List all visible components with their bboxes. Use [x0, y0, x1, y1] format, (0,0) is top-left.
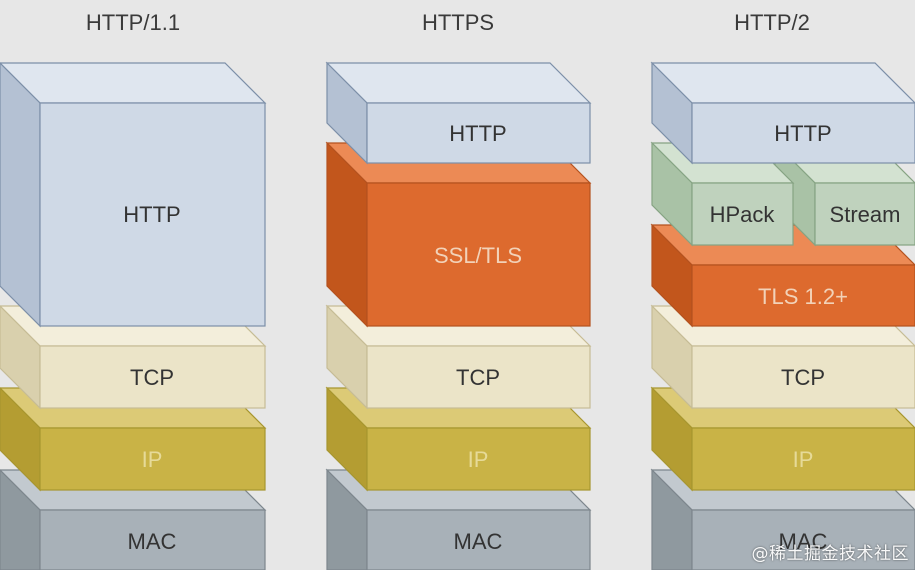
layer-label-http: HTTP — [449, 121, 506, 146]
layer-ssl-tls: SSL/TLS — [325, 141, 592, 328]
column-title-http2: HTTP/2 — [734, 10, 810, 35]
layer-http: HTTP — [650, 61, 915, 165]
layer-label-ssl-tls: SSL/TLS — [434, 243, 522, 268]
layer-label-ip: IP — [142, 447, 163, 472]
layer-label-mac: MAC — [779, 529, 828, 554]
layer-label-mac: MAC — [128, 529, 177, 554]
column-title-https: HTTPS — [422, 10, 494, 35]
layer-label-tcp: TCP — [456, 365, 500, 390]
watermark: @稀土掘金技术社区 — [751, 544, 909, 564]
layer-label-tcp: TCP — [130, 365, 174, 390]
layer-label-http: HTTP — [123, 202, 180, 227]
layer-label-tls12: TLS 1.2+ — [758, 284, 848, 309]
layer-label-hpack: HPack — [710, 202, 776, 227]
layer-label-tcp: TCP — [781, 365, 825, 390]
layer-http: HTTP — [325, 61, 592, 165]
layer-label-mac: MAC — [454, 529, 503, 554]
column-title-http11: HTTP/1.1 — [86, 10, 180, 35]
layer-label-ip: IP — [468, 447, 489, 472]
layer-http: HTTP — [0, 62, 267, 328]
layer-label-stream: Stream — [830, 202, 901, 227]
layer-label-http: HTTP — [774, 121, 831, 146]
layer-label-ip: IP — [793, 447, 814, 472]
